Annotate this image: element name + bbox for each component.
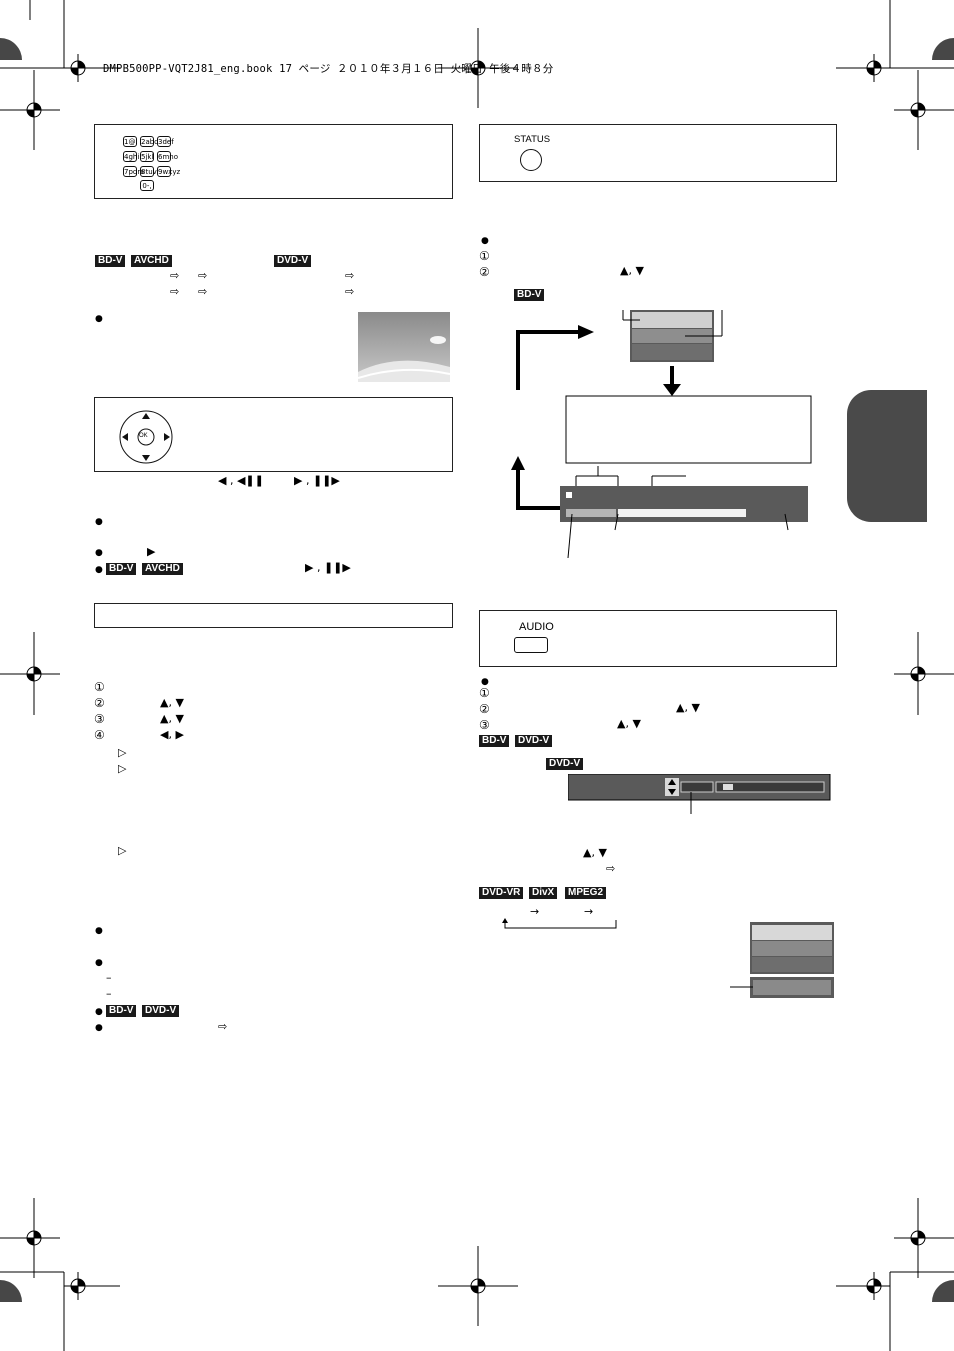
step-1-marker: ① [94,680,105,694]
step-3-marker: ③ [479,718,490,732]
up-down-icon: ▲, ▼ [676,701,700,714]
up-down-icon: ▲, ▼ [160,712,184,725]
audio-button-label: AUDIO [519,621,554,633]
section-title-box [94,603,453,628]
arrow-right-icon: ⇨ [606,862,616,875]
up-down-icon: ▲, ▼ [583,846,607,859]
bullet-icon: ● [95,926,103,936]
step-4-marker: ④ [94,728,105,742]
up-down-icon: ▲, ▼ [620,264,644,277]
bullet-icon: ● [95,548,103,558]
tag-bd-video: BD-V [106,563,137,575]
tag-mpeg2: MPEG2 [565,887,607,899]
triangle-pointer-icon: ▷ [118,746,127,759]
triangle-pointer-icon: ▷ [118,844,127,857]
bullet-icon: ● [95,314,103,324]
bullet-icon: ● [95,1007,103,1017]
up-down-icon: ▲, ▼ [617,717,641,730]
number-key-6[interactable]: 6mno [157,151,178,162]
sequence-arrow: → [530,905,540,918]
tag-dvd-video: DVD-V [274,255,312,267]
tag-bd-video: BD-V [95,255,126,267]
number-key-9[interactable]: 9wxyz [157,166,181,177]
number-key-5[interactable]: 5jkl [140,151,154,162]
audio-channel-menu [730,922,834,998]
triangle-pointer-icon: ▷ [118,762,127,775]
arrow-right-icon: ⇨ [345,269,355,282]
rewind-pause-icon: ◀ , ◀❚❚ [218,474,264,487]
step-2-marker: ② [479,265,490,279]
status-cycle-diagram [511,310,812,559]
section-side-tab [847,390,927,522]
play-icon: ▶ [147,545,156,558]
arrow-right-icon: ⇨ [170,269,180,282]
tag-bd-video: BD-V [479,735,510,747]
arrow-right-icon: ⇨ [218,1020,228,1033]
arrow-right-icon: ⇨ [170,285,180,298]
dash-marker: – [106,987,112,1000]
arrow-right-icon: ⇨ [198,285,208,298]
bullet-icon: ● [95,565,103,575]
number-key-3[interactable]: 3def [157,136,174,147]
number-key-1[interactable]: 1@. [123,136,138,147]
step-2-marker: ② [94,696,105,710]
bullet-icon: ● [95,1023,103,1033]
tag-avchd: AVCHD [131,255,172,267]
number-key-7[interactable]: 7pqrs [123,166,144,177]
bullet-icon: ● [95,517,103,527]
step-2-marker: ② [479,702,490,716]
sequence-arrow: → [584,905,594,918]
up-down-icon: ▲, ▼ [160,696,184,709]
status-button-label: STATUS [514,134,551,145]
bullet-icon: ● [481,677,489,687]
step-3-marker: ③ [94,712,105,726]
tag-divx: DivX [529,887,558,899]
play-pause-icon: ▶ , ❚❚▶ [294,474,340,487]
number-key-8[interactable]: 8tuv [140,166,157,177]
ok-button[interactable]: OK [139,433,148,439]
tag-bd-video: BD-V [514,289,545,301]
tag-dvd-video: DVD-V [142,1005,180,1017]
step-1-marker: ① [479,686,490,700]
step-1-marker: ① [479,249,490,263]
book-header-line: DMPB500PP-VQT2J81_eng.book 17 ページ ２０１０年３… [103,63,554,75]
tag-bd-video: BD-V [106,1005,137,1017]
audio-track-display [568,774,831,814]
number-key-4[interactable]: 4ghi [123,151,140,162]
bullet-icon: ● [95,958,103,968]
tag-dvd-vr: DVD-VR [479,887,524,899]
tag-avchd: AVCHD [142,563,183,575]
tag-dvd-video: DVD-V [515,735,553,747]
number-key-0[interactable]: 0-, [140,180,154,191]
cursor-ok-pad[interactable] [118,409,174,465]
bluray-screen-graphic [358,312,450,382]
tag-dvd-video: DVD-V [546,758,584,770]
number-key-2[interactable]: 2abc [140,136,159,147]
arrow-right-icon: ⇨ [198,269,208,282]
bullet-icon: ● [481,236,489,246]
status-button[interactable] [520,149,542,171]
audio-button[interactable] [514,637,548,653]
arrow-right-icon: ⇨ [345,285,355,298]
left-right-icon: ◀, ▶ [160,728,184,741]
audio-button-box [479,610,837,667]
sequence-loop-line [502,918,617,929]
play-pause-icon: ▶ , ❚❚▶ [305,561,351,574]
dash-marker: – [106,971,112,984]
